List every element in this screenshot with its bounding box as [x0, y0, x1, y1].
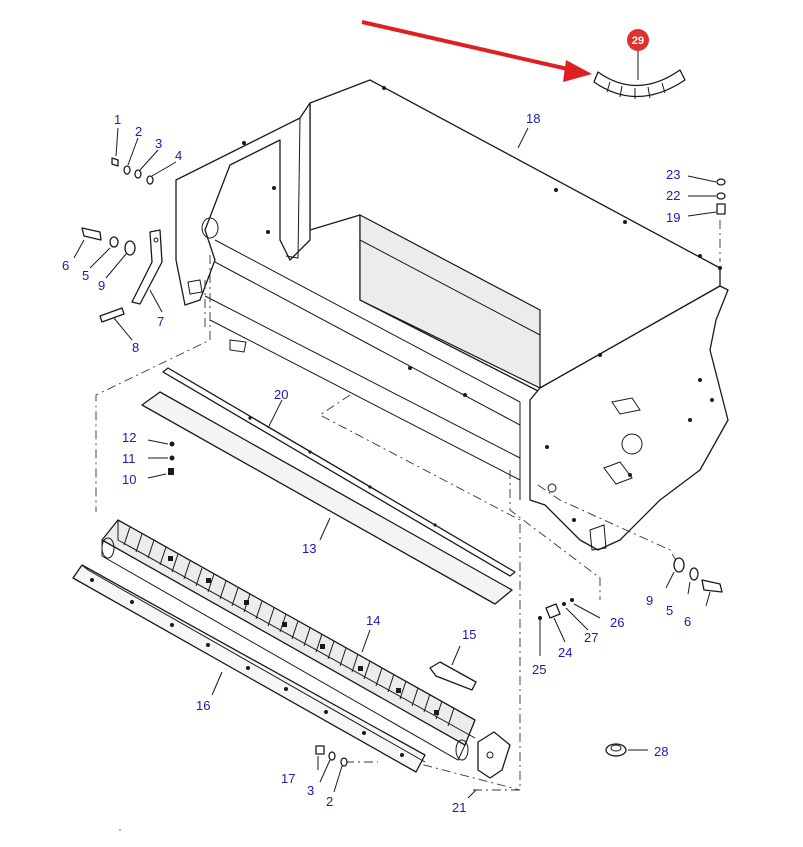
callout-labels: 1 2 3 4 6 5 9 7 8 18 23 22 19 20 12 11 1…	[62, 111, 691, 815]
items-6-5-9-7-8-hardware	[73, 227, 163, 341]
items-9-5-6-right-hardware	[665, 557, 723, 607]
callout-5: 5	[82, 268, 89, 283]
red-arrow	[361, 20, 592, 82]
callout-12: 12	[122, 430, 136, 445]
callout-9: 9	[98, 278, 105, 293]
callout-2-bottom: 2	[326, 794, 333, 809]
callout-5-right: 5	[666, 603, 673, 618]
callout-9-right: 9	[646, 593, 653, 608]
stray-dot	[119, 829, 121, 831]
callout-17: 17	[281, 771, 295, 786]
callout-8: 8	[132, 340, 139, 355]
callout-1: 1	[114, 112, 121, 127]
callout-6: 6	[62, 258, 69, 273]
callout-11: 11	[122, 451, 136, 466]
callout-10: 10	[122, 472, 136, 487]
item-28-nut	[605, 743, 648, 757]
items-17-3-2-hardware	[315, 745, 348, 793]
callout-26: 26	[610, 615, 624, 630]
items-1-4-hardware	[111, 127, 177, 185]
item-16-angle-bar	[72, 564, 426, 773]
callout-22: 22	[666, 188, 680, 203]
item-29-curved-strip: 29	[593, 29, 686, 99]
callout-21: 21	[452, 800, 466, 815]
item-13-plate	[141, 391, 513, 605]
callout-3-bottom: 3	[307, 783, 314, 798]
callout-29-badge	[627, 29, 649, 51]
callout-6-right: 6	[684, 614, 691, 629]
callout-2: 2	[135, 124, 142, 139]
item-18-housing	[175, 79, 729, 551]
callout-20: 20	[274, 387, 288, 402]
callout-27: 27	[584, 630, 598, 645]
item-21-bracket	[467, 731, 511, 799]
item-14-toothed-strip	[101, 519, 476, 761]
callout-24: 24	[558, 645, 572, 660]
callout-15: 15	[462, 627, 476, 642]
callout-16: 16	[196, 698, 210, 713]
callout-4: 4	[175, 148, 182, 163]
callout-13: 13	[302, 541, 316, 556]
assembly-lines	[95, 220, 721, 791]
items-24-27-hardware	[538, 598, 601, 656]
callout-19: 19	[666, 210, 680, 225]
callout-18: 18	[526, 111, 540, 126]
callout-29: 29	[632, 35, 644, 47]
callout-14: 14	[366, 613, 380, 628]
callout-23: 23	[666, 167, 680, 182]
item-15-small-bracket	[429, 645, 477, 691]
item-20-strip	[162, 367, 516, 577]
items-23-22-19-hardware	[687, 175, 726, 217]
callout-25: 25	[532, 662, 546, 677]
callout-3: 3	[155, 136, 162, 151]
items-10-12-hardware	[147, 439, 175, 479]
callout-28: 28	[654, 744, 668, 759]
callout-7: 7	[157, 314, 164, 329]
